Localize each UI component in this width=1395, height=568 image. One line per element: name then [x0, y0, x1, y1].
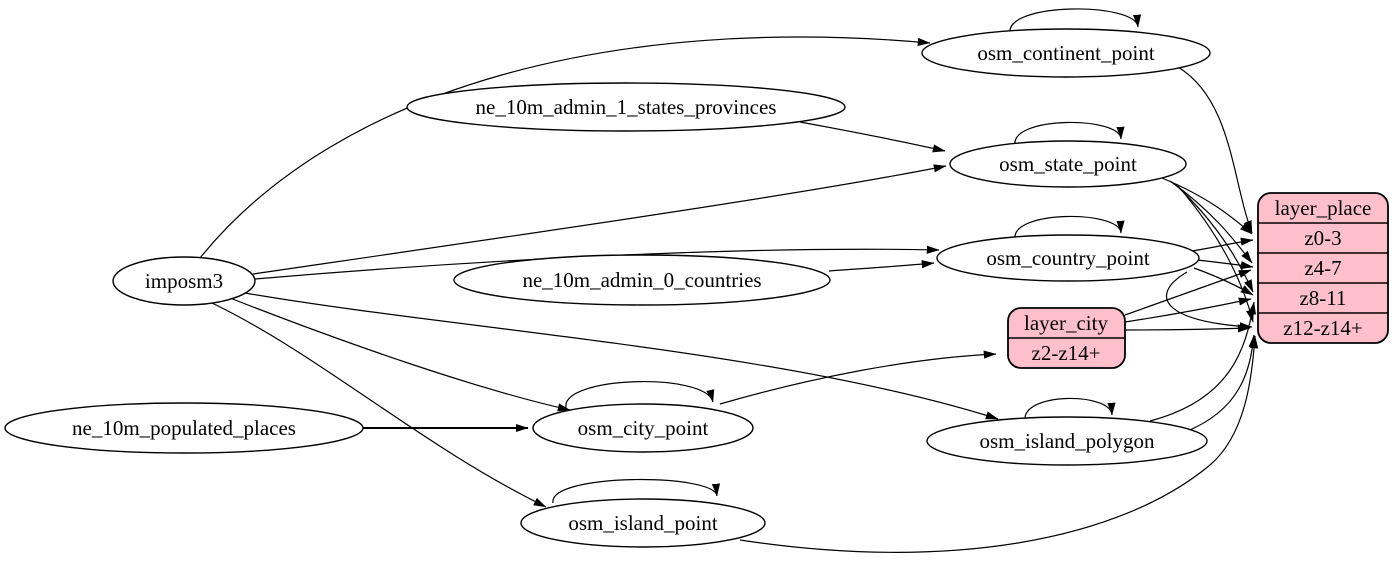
node-ne-10m-admin-0-countries: ne_10m_admin_0_countries	[453, 254, 831, 306]
edge-imposm3-state	[252, 164, 947, 275]
osm-city-point-shape	[532, 403, 754, 453]
edge-imposm3-continent	[199, 36, 931, 259]
edge-layercity-z12	[1124, 324, 1251, 333]
edge-islandpoint-z12	[739, 335, 1259, 553]
osm-continent-point-label: osm_continent_point	[977, 41, 1154, 65]
edge-state-z0-3	[1161, 177, 1253, 235]
edges	[199, 8, 1259, 553]
ne-10m-populated-places-label: ne_10m_populated_places	[72, 416, 296, 440]
edge-city-layercity	[719, 350, 997, 405]
edge-state-z12	[1177, 185, 1255, 323]
ne-10m-admin-1-shape	[406, 82, 846, 132]
osm-island-point-label: osm_island_point	[568, 511, 718, 535]
layer-place-row-z12-z14: z12-z14+	[1283, 316, 1362, 340]
osm-island-point-shape	[520, 498, 766, 548]
layer-place-box	[1257, 192, 1389, 344]
selfloop-state	[1014, 121, 1125, 146]
node-osm-island-polygon: osm_island_polygon	[926, 416, 1208, 466]
node-ne-10m-admin-1-states-provinces: ne_10m_admin_1_states_provinces	[406, 82, 846, 132]
node-osm-city-point: osm_city_point	[532, 403, 754, 453]
osm-state-point-shape	[949, 140, 1187, 188]
osm-country-point-label: osm_country_point	[986, 246, 1149, 270]
selfloop-island-polygon	[1024, 397, 1116, 422]
edge-country-z12	[1166, 271, 1253, 331]
ne-10m-populated-places-shape	[4, 402, 364, 454]
osm-city-point-label: osm_city_point	[578, 416, 709, 440]
node-imposm3: imposm3	[112, 256, 256, 306]
edge-ne0countries-country	[828, 260, 935, 272]
layer-place-row-z8-11: z8-11	[1299, 286, 1346, 310]
edge-ne1states-state	[799, 121, 946, 153]
edge-imposm3-island-point	[211, 302, 547, 508]
layer-place-title: layer_place	[1275, 196, 1372, 220]
ne-10m-admin-0-label: ne_10m_admin_0_countries	[522, 268, 761, 292]
edge-country-z4-7	[1196, 259, 1254, 270]
selfloop-island-point	[552, 478, 720, 504]
layer-city-row-z2-z14: z2-z14+	[1032, 341, 1101, 365]
ne-10m-admin-1-label: ne_10m_admin_1_states_provinces	[476, 95, 777, 119]
edge-imposm3-island-polygon	[244, 292, 999, 420]
node-osm-island-point: osm_island_point	[520, 498, 766, 548]
osm-island-polygon-label: osm_island_polygon	[979, 429, 1155, 453]
node-layer-place: layer_place z0-3 z4-7 z8-11 z12-z14+	[1257, 192, 1389, 344]
node-layer-city: layer_city z2-z14+	[1007, 307, 1126, 369]
osm-island-polygon-shape	[926, 416, 1208, 466]
layer-city-title: layer_city	[1024, 311, 1108, 335]
edge-continent-z0-3	[1177, 66, 1253, 234]
imposm3-label: imposm3	[145, 269, 223, 293]
osm-continent-point-shape	[921, 28, 1211, 78]
edge-state-z4-7	[1169, 180, 1253, 264]
selfloop-country	[1014, 215, 1125, 240]
edge-imposm3-city	[229, 297, 571, 412]
edge-state-z8-11	[1174, 183, 1254, 293]
edge-layercity-z8-11	[1124, 297, 1252, 323]
edge-layercity-z4-7	[1124, 269, 1252, 316]
edge-islandpolygon-z8-11	[1149, 301, 1257, 422]
osm-country-point-shape	[936, 234, 1200, 282]
selfloop-continent	[1009, 8, 1142, 34]
node-osm-country-point: osm_country_point	[936, 234, 1200, 282]
node-osm-state-point: osm_state_point	[949, 140, 1187, 188]
edge-country-z0-3	[1191, 237, 1254, 252]
ne-10m-admin-0-shape	[453, 254, 831, 306]
layer-place-row-z4-7: z4-7	[1304, 256, 1341, 280]
osm-state-point-label: osm_state_point	[999, 152, 1137, 176]
node-ne-10m-populated-places: ne_10m_populated_places	[4, 402, 364, 454]
selfloop-city	[565, 381, 715, 409]
node-osm-continent-point: osm_continent_point	[921, 28, 1211, 78]
imposm3-shape	[112, 256, 256, 306]
edge-country-z8-11	[1193, 267, 1254, 296]
layer-place-row-z0-3: z0-3	[1304, 226, 1341, 250]
